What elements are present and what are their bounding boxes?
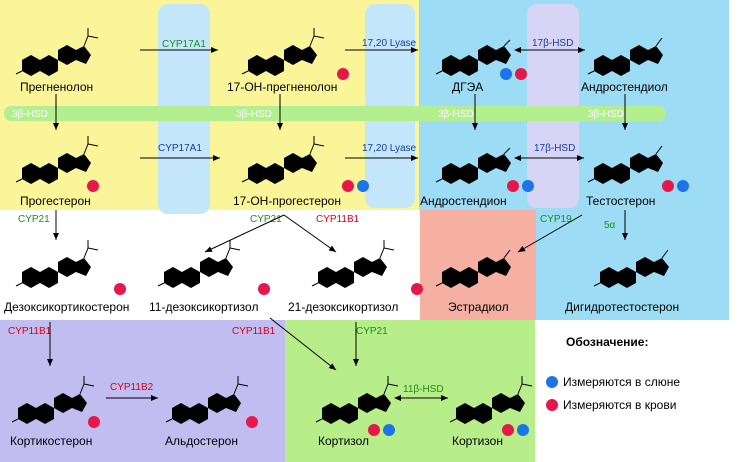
enzyme-17bhsd-mid: 17β-HSD <box>534 143 575 154</box>
molecule-cortisol <box>315 376 399 424</box>
enzyme-cyp17a1-top: CYP17A1 <box>162 39 206 50</box>
compound-progesterone: Прогестерон <box>20 194 91 208</box>
legend-blood-dot <box>546 399 558 411</box>
saliva-dot-testosterone <box>677 180 689 192</box>
zone-dht <box>536 210 729 320</box>
compound-17oh-progesterone: 17-ОН-прогестерон <box>233 194 341 208</box>
molecule-deoxycorticosterone <box>15 240 99 288</box>
molecule-dhea <box>435 39 511 76</box>
enzyme-cyp11b1-left: CYP11B1 <box>8 326 52 337</box>
legend-saliva-dot <box>546 376 558 388</box>
compound-11-deoxycortisol: 11-дезоксикортизол <box>149 300 258 314</box>
compound-cortisol: Кортизол <box>318 434 369 448</box>
molecule-androstenediol <box>587 37 663 76</box>
blood-dot-aldosterone <box>246 416 258 428</box>
molecule-21-deoxycortisol <box>311 240 395 288</box>
arrow-testosterone-estradiol <box>517 214 583 253</box>
enzyme-lyase-mid: 17,20 Lyase <box>362 143 417 154</box>
blood-dot-21-deoxycortisol <box>411 283 423 295</box>
compound-21-deoxycortisol: 21-дезоксикортизол <box>288 300 398 314</box>
legend-title: Обозначение: <box>566 335 648 349</box>
compound-dhea: ДГЭА <box>452 80 483 94</box>
enzyme-11bhsd: 11β-HSD <box>403 384 444 395</box>
blood-dot-progesterone <box>87 180 99 192</box>
blood-dot-corticosterone <box>88 416 100 428</box>
blood-dot-dhea <box>515 68 527 80</box>
saliva-dot-cortisone <box>517 424 529 436</box>
molecule-estradiol <box>435 249 511 288</box>
arrow-17ohprog-11deoxycortisol <box>204 214 285 253</box>
enzyme-cyp11b2: CYP11B2 <box>110 382 154 393</box>
compound-androstenediol: Андростендиол <box>581 80 668 94</box>
compound-dihydrotestosterone: Дигидротестостерон <box>565 300 679 314</box>
zone-glucocorticoids <box>285 320 535 462</box>
zone-mineralocorticoids <box>0 320 285 462</box>
enzyme-3bhsd-2: 3β-HSD <box>236 109 272 120</box>
saliva-dot-cortisol <box>383 424 395 436</box>
enzyme-cyp17a1-mid: CYP17A1 <box>158 143 202 154</box>
arrow-17ohprog-21deoxycortisol <box>283 214 337 253</box>
enzyme-lyase-top: 17,20 Lyase <box>362 38 417 49</box>
molecule-testosterone <box>587 145 663 184</box>
compound-corticosterone: Кортикостерон <box>10 434 92 448</box>
enzyme-cyp19: CYP19 <box>540 214 572 225</box>
compound-pregnenolone: Прегненолон <box>20 80 93 94</box>
blood-dot-testosterone <box>662 180 674 192</box>
molecule-pregnenolone <box>15 28 99 76</box>
compound-aldosterone: Альдостерон <box>165 434 238 448</box>
saliva-dot-17oh-progesterone <box>357 180 369 192</box>
compound-androstenedione: Андростендион <box>420 194 507 208</box>
legend-blood-label: Измеряются в крови <box>563 398 676 412</box>
enzyme-cyp11b1-mid: CYP11B1 <box>232 326 276 337</box>
blood-dot-cortisol <box>368 424 380 436</box>
compound-deoxycorticosterone: Дезоксикортикостерон <box>4 300 129 314</box>
arrow-11deoxycortisol-cortisol <box>269 317 337 371</box>
enzyme-3bhsd-1: 3β-HSD <box>12 109 48 120</box>
saliva-dot-androstenedione <box>522 180 534 192</box>
compound-cortisone: Кортизон <box>452 434 503 448</box>
legend-saliva-label: Измеряются в слюне <box>563 375 680 389</box>
compound-estradiol: Эстрадиол <box>448 300 509 314</box>
molecule-dihydrotestosterone <box>593 249 669 288</box>
saliva-dot-dhea <box>500 68 512 80</box>
blood-dot-androstenedione <box>507 180 519 192</box>
enzyme-cyp11b1-top: CYP11B1 <box>316 214 360 225</box>
blood-dot-11-deoxycortisol <box>258 283 270 295</box>
enzyme-3bhsd-4: 3β-HSD <box>588 109 624 120</box>
enzyme-cyp21-2: CYP21 <box>250 214 282 225</box>
molecule-androstenedione <box>435 147 511 184</box>
molecule-17oh-progesterone <box>241 136 325 184</box>
molecule-11-deoxycortisol <box>157 240 241 288</box>
blood-dot-cortisone <box>502 424 514 436</box>
band-3bhsd <box>4 106 666 121</box>
compound-17oh-pregnenolone: 17-ОН-прегненолон <box>227 80 337 94</box>
enzyme-cyp21-1: CYP21 <box>18 214 50 225</box>
blood-dot-deoxycorticosterone <box>114 283 126 295</box>
molecule-corticosterone <box>11 376 95 424</box>
enzyme-cyp21-3: CYP21 <box>356 326 388 337</box>
molecule-progesterone <box>15 136 99 184</box>
molecule-aldosterone <box>165 376 249 424</box>
molecule-cortisone <box>449 376 533 424</box>
enzyme-3bhsd-3: 3β-HSD <box>438 109 474 120</box>
compound-testosterone: Тестостерон <box>586 194 655 208</box>
enzyme-5alpha: 5α <box>604 220 616 231</box>
blood-dot-17oh-progesterone <box>342 180 354 192</box>
enzyme-17bhsd-top: 17β-HSD <box>532 38 573 49</box>
molecule-17oh-pregnenolone <box>241 28 325 76</box>
blood-dot-17oh-pregnenolone <box>337 68 349 80</box>
